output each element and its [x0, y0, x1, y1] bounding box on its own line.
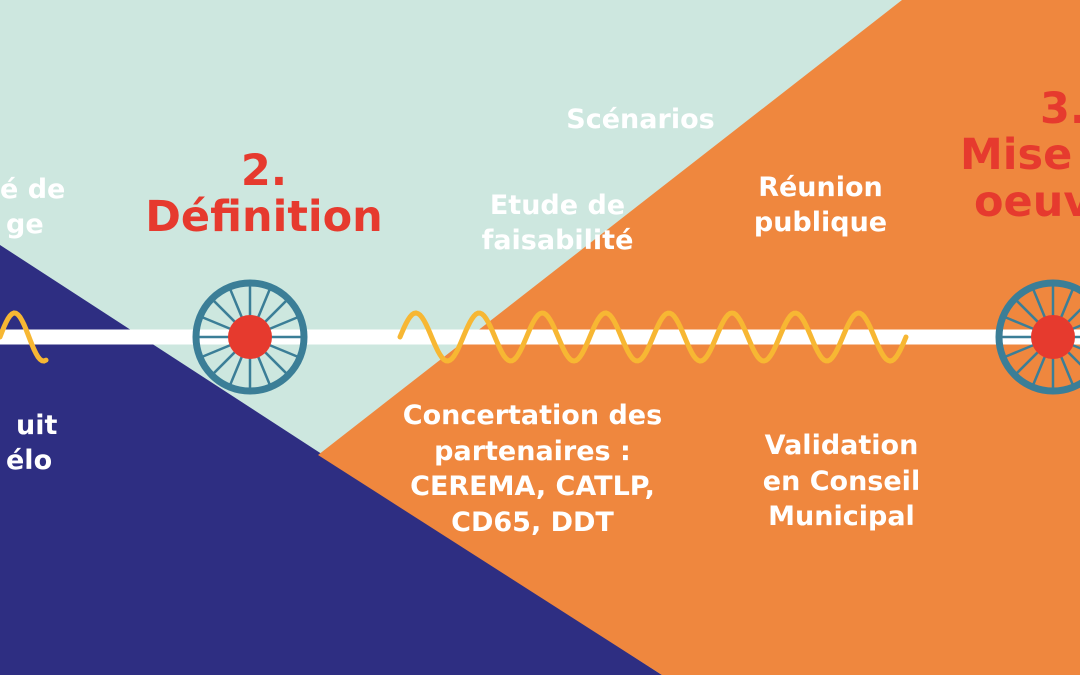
- note-public-meeting: Réunion publique: [728, 170, 913, 240]
- note-feasibility-line-1: Etude de: [489, 190, 626, 221]
- note-validation-line-2: en Conseil: [762, 465, 921, 497]
- stage-definition-name: Définition: [145, 192, 383, 243]
- stage-implementation-title: 3. Mise oeuv: [960, 84, 1080, 227]
- note-feasibility-line-2: faisabilité: [481, 225, 634, 257]
- note-feasibility: Etude de faisabilité: [450, 188, 665, 258]
- note-public-meeting-line-2: publique: [753, 207, 888, 239]
- bicycle-wheel-icon: [995, 279, 1080, 395]
- stage-definition-number: 2.: [240, 146, 288, 196]
- note-validation-line-3: Municipal: [768, 501, 915, 533]
- note-partners-line-4: CD65, DDT: [451, 506, 614, 538]
- previous-stage-line-1: é de: [0, 174, 66, 205]
- note-partners-line-2: partenaires :: [434, 435, 631, 467]
- stage-implementation-line-2: oeuv: [974, 176, 1080, 227]
- wave-segment-left: [0, 310, 49, 364]
- previous-stage-line-2: ge: [6, 209, 44, 241]
- note-partners-line-3: CEREMA, CATLP,: [410, 471, 655, 503]
- wave-segment-main: [397, 310, 909, 364]
- previous-stage-label: é de ge: [0, 172, 65, 242]
- left-bottom-note-line-1: uit: [16, 410, 58, 441]
- note-scenarios: Scénarios: [566, 104, 715, 135]
- stage-implementation-number: 3.: [1040, 84, 1080, 134]
- left-bottom-note: uit élo: [6, 408, 57, 478]
- note-validation-line-1: Validation: [764, 430, 919, 461]
- note-validation: Validation en Conseil Municipal: [734, 428, 949, 535]
- stage-definition-title: 2. Définition: [119, 148, 409, 241]
- left-bottom-note-line-2: élo: [6, 445, 53, 477]
- bicycle-wheel-icon: [192, 279, 308, 395]
- note-partners: Concertation des partenaires : CEREMA, C…: [360, 398, 705, 541]
- stage-implementation-line-1: Mise: [960, 130, 1073, 181]
- note-public-meeting-line-1: Réunion: [758, 172, 883, 203]
- note-partners-line-1: Concertation des: [402, 400, 663, 431]
